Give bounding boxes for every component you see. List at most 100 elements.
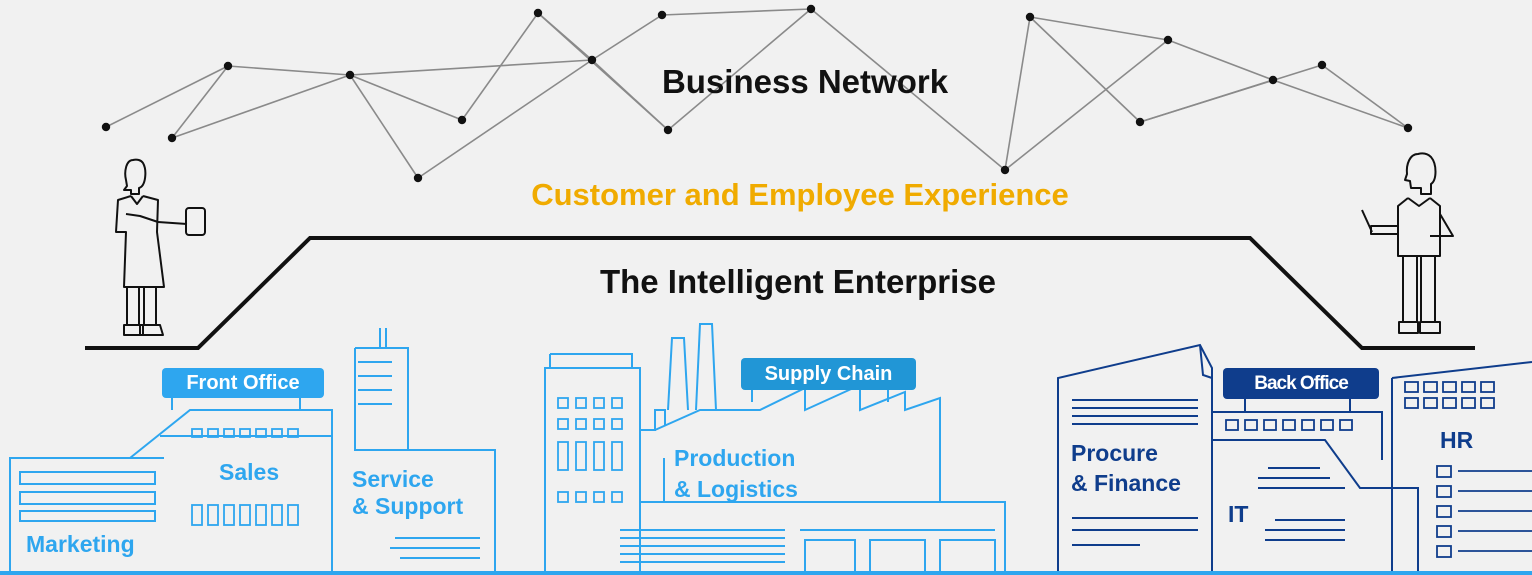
network-node	[101, 122, 111, 132]
enterprise-outline	[85, 236, 1475, 350]
network-edge	[1272, 79, 1409, 129]
window	[593, 491, 605, 503]
window	[1320, 419, 1334, 431]
window	[207, 504, 219, 526]
network-node	[1403, 123, 1413, 133]
window	[1436, 505, 1452, 518]
network-node	[1317, 60, 1327, 70]
window	[207, 428, 219, 438]
window	[575, 491, 587, 503]
production-label-line2: & Logistics	[674, 476, 798, 502]
window	[223, 428, 235, 438]
window	[287, 504, 299, 526]
network-edge	[461, 12, 539, 121]
factory-icon	[544, 323, 1006, 575]
window	[1339, 419, 1353, 431]
network-edge	[349, 74, 419, 179]
network-edge	[349, 59, 593, 76]
experience-title: Customer and Employee Experience	[531, 177, 1069, 212]
it-label: IT	[1228, 501, 1249, 527]
window	[1423, 381, 1438, 393]
person-with-laptop-icon	[1361, 152, 1454, 334]
window	[557, 491, 569, 503]
network-edge	[1167, 39, 1274, 81]
network-edge	[661, 8, 812, 16]
network-edge	[1321, 64, 1409, 129]
window	[1461, 381, 1476, 393]
window	[1244, 419, 1258, 431]
network-node	[663, 125, 673, 135]
business-network-graph	[101, 4, 1413, 183]
window	[239, 504, 251, 526]
network-edge	[537, 12, 669, 131]
sales-label: Sales	[219, 459, 280, 485]
window	[1436, 525, 1452, 538]
window	[611, 441, 623, 471]
window	[191, 428, 203, 438]
window	[271, 504, 283, 526]
network-node	[167, 133, 177, 143]
window	[557, 441, 569, 471]
window	[1423, 397, 1438, 409]
front-office-windows	[191, 428, 299, 526]
window	[557, 418, 569, 430]
person-with-phone-icon	[115, 158, 206, 336]
window	[593, 418, 605, 430]
network-edge	[1004, 16, 1031, 171]
window	[1263, 419, 1277, 431]
window	[1442, 397, 1457, 409]
window	[1442, 381, 1457, 393]
network-edge	[349, 74, 463, 121]
front-office-badge: Front Office	[162, 368, 324, 398]
network-edge	[667, 8, 812, 131]
window	[287, 428, 299, 438]
hr-label: HR	[1440, 427, 1474, 453]
network-node	[223, 61, 233, 71]
back-office-badge: Back Office	[1223, 368, 1379, 399]
network-node	[1268, 75, 1278, 85]
window	[239, 428, 251, 438]
network-node	[657, 10, 667, 20]
window	[1225, 419, 1239, 431]
window	[1404, 397, 1419, 409]
network-edge	[227, 65, 351, 76]
network-edge	[591, 14, 663, 61]
network-node	[1025, 12, 1035, 22]
network-node	[345, 70, 355, 80]
front-office-buildings-icon	[9, 328, 496, 575]
window	[1301, 419, 1315, 431]
window	[611, 418, 623, 430]
window	[1404, 381, 1419, 393]
window	[1480, 381, 1495, 393]
window	[1436, 545, 1452, 558]
window	[557, 397, 569, 409]
marketing-label: Marketing	[26, 531, 135, 557]
window	[1282, 419, 1296, 431]
service-label-line2: & Support	[352, 493, 464, 519]
network-edge	[810, 8, 1006, 171]
network-edge	[1004, 39, 1169, 171]
window	[611, 491, 623, 503]
window	[575, 441, 587, 471]
network-edge	[1029, 16, 1141, 123]
window	[611, 397, 623, 409]
network-node	[413, 173, 423, 183]
enterprise-title: The Intelligent Enterprise	[599, 263, 997, 300]
network-node	[1135, 117, 1145, 127]
network-node	[587, 55, 597, 65]
window	[575, 397, 587, 409]
network-node	[457, 115, 467, 125]
supply-chain-badge: Supply Chain	[741, 358, 916, 390]
window	[271, 428, 283, 438]
window	[255, 504, 267, 526]
network-node	[533, 8, 543, 18]
service-label-line1: Service	[352, 466, 434, 492]
procure-label-line1: Procure	[1071, 440, 1158, 466]
procure-label-line2: & Finance	[1071, 470, 1181, 496]
factory-windows	[557, 397, 623, 503]
network-node	[1000, 165, 1010, 175]
network-edge	[171, 65, 229, 139]
window	[593, 441, 605, 471]
production-label-line1: Production	[674, 445, 796, 471]
window	[1436, 485, 1452, 498]
